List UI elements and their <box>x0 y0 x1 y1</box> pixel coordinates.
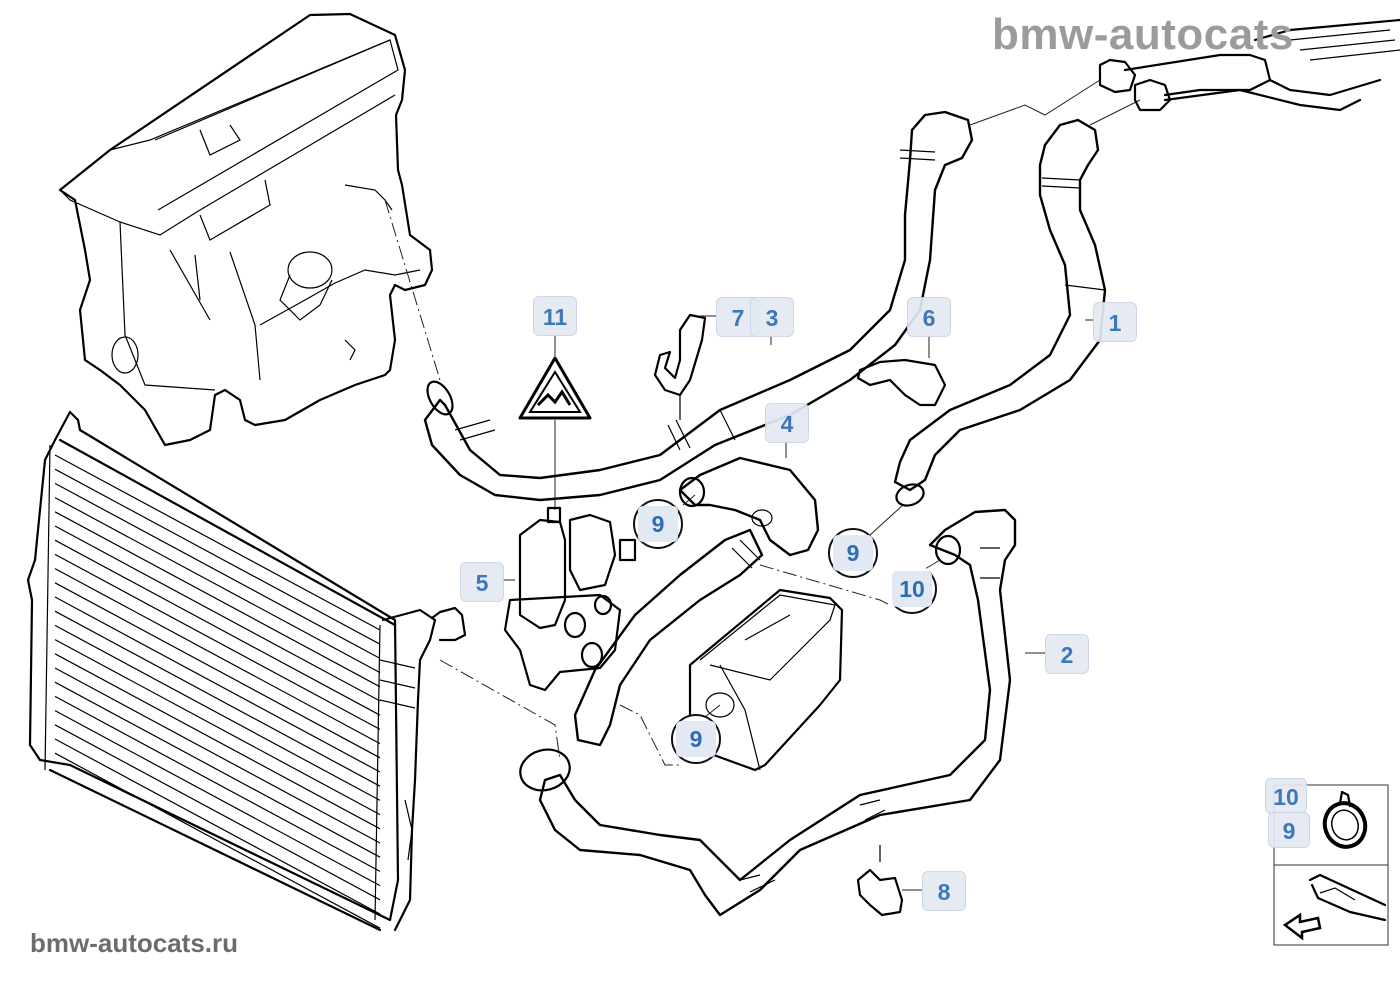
callout-6[interactable]: 6 <box>907 297 951 337</box>
radiator-fin <box>54 511 381 688</box>
radiator-fin <box>54 454 381 631</box>
radiator-fin <box>54 738 381 915</box>
radiator-fin <box>54 710 381 887</box>
callout-number: 9 <box>1282 818 1296 844</box>
radiator-fin <box>54 482 381 659</box>
radiator-fin <box>54 568 381 745</box>
water-valve <box>503 506 637 692</box>
radiator-fin <box>54 582 381 759</box>
callout-11[interactable]: 11 <box>533 296 577 336</box>
callout-9-middle[interactable]: 9 <box>828 528 878 578</box>
radiator-fin <box>54 639 381 816</box>
callout-number: 9 <box>638 506 678 542</box>
radiator-fin <box>54 539 381 716</box>
hose-2 <box>519 508 1017 917</box>
heater-leader-1 <box>969 79 1101 126</box>
heater-leader-2 <box>1089 99 1141 126</box>
clip-7 <box>653 313 707 420</box>
callout-number: 3 <box>765 305 779 331</box>
radiator-fin <box>54 596 381 773</box>
callout-number: 6 <box>922 305 936 331</box>
inset-vehicle-graphic <box>1273 864 1389 946</box>
dashed-link-radiator-lowerhose <box>439 659 561 761</box>
dashed-link-engine-hose3 <box>384 199 441 381</box>
dashed-link-2 <box>619 704 680 766</box>
radiator-fin <box>54 724 381 901</box>
watermark-top: bmw-autocats <box>992 10 1294 59</box>
radiator-fin <box>54 624 381 801</box>
callout-number: 8 <box>937 879 951 905</box>
radiator-fin <box>54 695 381 872</box>
callout-number: 9 <box>676 721 716 757</box>
radiator-fin <box>54 752 381 929</box>
callout-3[interactable]: 3 <box>750 297 794 337</box>
callout-9-lower[interactable]: 9 <box>671 714 721 764</box>
radiator-fin <box>54 525 381 702</box>
inset-callout-10[interactable]: 10 <box>1265 778 1307 814</box>
radiator-fin <box>54 468 381 645</box>
callout-2[interactable]: 2 <box>1045 634 1089 674</box>
heater-core <box>1098 18 1400 112</box>
hose-1 <box>893 118 1107 507</box>
hose-3 <box>423 110 974 502</box>
callout-number: 10 <box>1273 784 1299 810</box>
holder-6 <box>856 358 947 407</box>
clip-8 <box>856 845 904 917</box>
radiator-fin <box>54 610 381 787</box>
warning-label-triangle <box>518 356 592 420</box>
callout-number: 2 <box>1060 642 1074 668</box>
callout-10[interactable]: 10 <box>887 564 937 614</box>
callout-number: 7 <box>731 305 745 331</box>
watermark-bottom[interactable]: bmw-autocats.ru <box>30 928 239 958</box>
callout-4[interactable]: 4 <box>765 403 809 443</box>
radiator-fin <box>54 681 381 858</box>
callout-number: 9 <box>833 535 873 571</box>
callout-8[interactable]: 8 <box>922 871 966 911</box>
engine-block <box>58 12 434 447</box>
callout-9-upper-left[interactable]: 9 <box>633 499 683 549</box>
callout-number: 1 <box>1108 310 1122 336</box>
callout-number: 10 <box>892 571 932 607</box>
radiator-fin <box>54 653 381 830</box>
callout-number: 4 <box>780 411 794 437</box>
callout-number: 11 <box>542 304 568 330</box>
callout-5[interactable]: 5 <box>460 562 504 602</box>
inset-callout-9[interactable]: 9 <box>1268 812 1310 848</box>
radiator-fin <box>54 497 381 674</box>
radiator <box>26 410 467 932</box>
hose-4 <box>573 456 820 747</box>
callout-1[interactable]: 1 <box>1093 302 1137 342</box>
radiator-fin <box>54 553 381 730</box>
callout-number: 5 <box>475 570 489 596</box>
dashed-link-1 <box>759 564 891 606</box>
radiator-fins <box>54 454 381 929</box>
radiator-fin <box>54 667 381 844</box>
